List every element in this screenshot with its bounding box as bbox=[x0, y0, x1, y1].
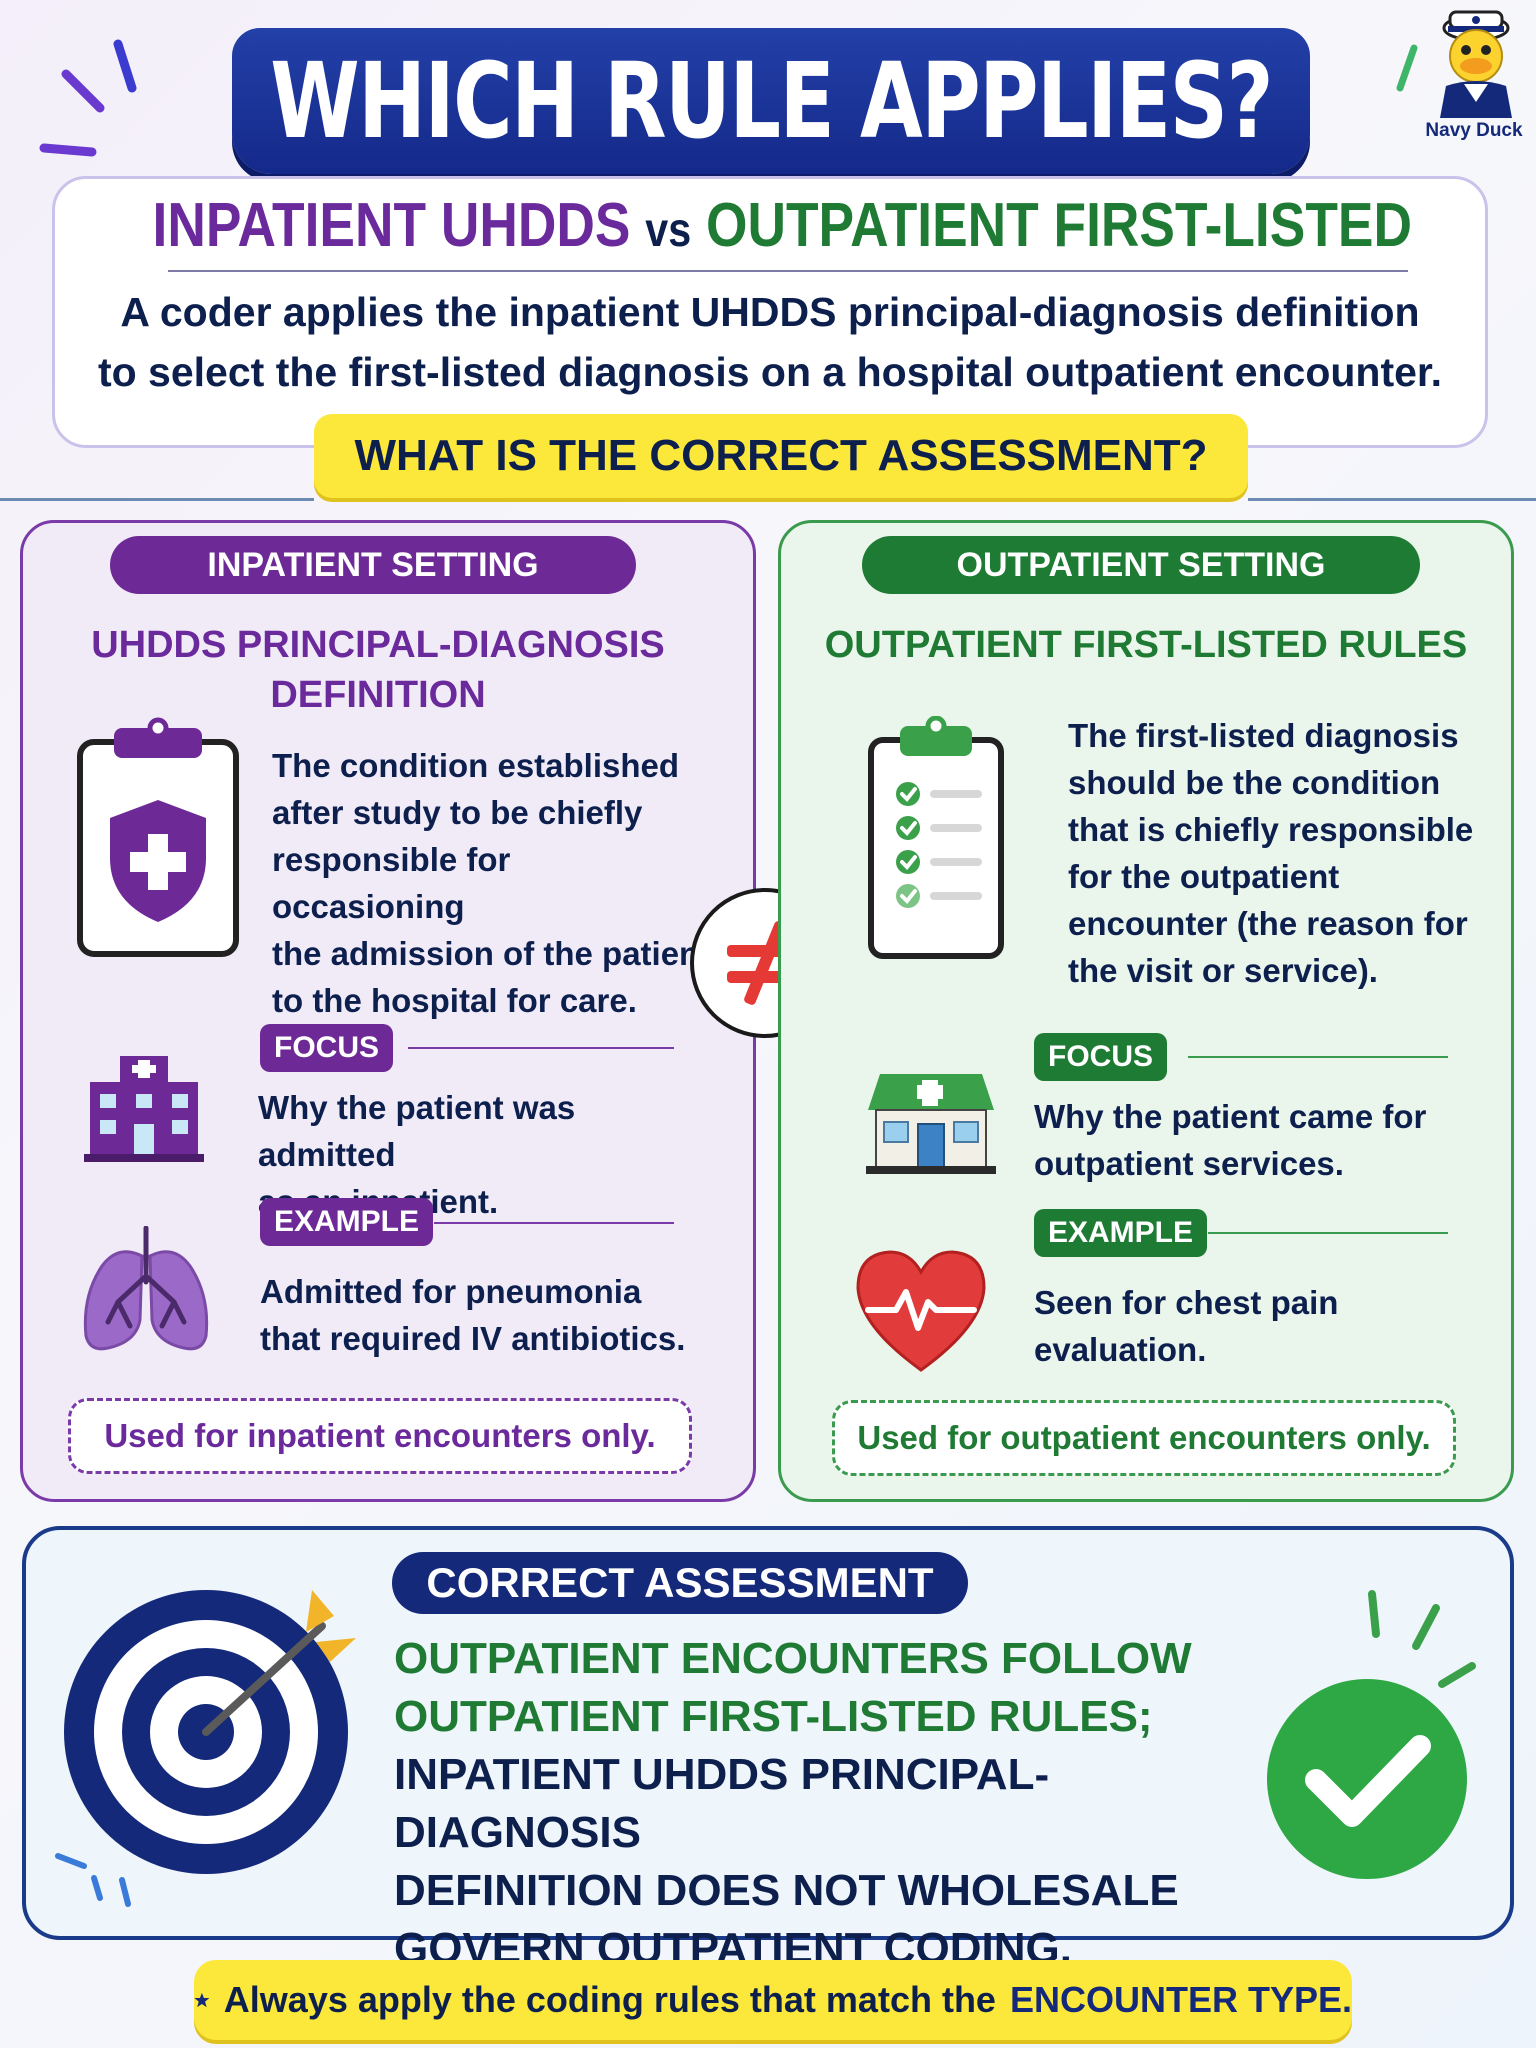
question-banner: WHAT IS THE CORRECT ASSESSMENT? bbox=[314, 414, 1248, 498]
definition-line: the admission of the patient bbox=[272, 935, 711, 972]
target-arrow-icon bbox=[64, 1590, 356, 1874]
title-banner: WHICH RULE APPLIES? bbox=[232, 28, 1310, 174]
outpatient-definition: The first-listed diagnosis should be the… bbox=[1068, 712, 1498, 994]
star-icon bbox=[194, 1992, 210, 2008]
inpatient-example-text: Admitted for pneumonia that required IV … bbox=[260, 1268, 700, 1362]
question-text: WHAT IS THE CORRECT ASSESSMENT? bbox=[354, 431, 1208, 480]
outpatient-rule-title: OUTPATIENT FIRST-LISTED RULES bbox=[798, 620, 1494, 670]
footer-emphasis: ENCOUNTER TYPE. bbox=[1009, 1979, 1352, 2020]
assessment-line: OUTPATIENT FIRST-LISTED RULES; bbox=[394, 1692, 1153, 1741]
inpatient-setting-pill: INPATIENT SETTING bbox=[110, 536, 636, 594]
outpatient-first-listed-label: OUTPATIENT FIRST-LISTED bbox=[705, 191, 1412, 260]
scenario-line: A coder applies the inpatient UHDDS prin… bbox=[120, 289, 1420, 335]
section-rule-left bbox=[0, 498, 314, 501]
definition-line: should be the condition bbox=[1068, 764, 1441, 801]
correct-assessment-pill: CORRECT ASSESSMENT bbox=[392, 1552, 968, 1614]
outpatient-example-tag: EXAMPLE bbox=[1034, 1209, 1208, 1257]
inpatient-rule-title-line: UHDDS PRINCIPAL-DIAGNOSIS bbox=[91, 624, 665, 666]
footer-banner: Always apply the coding rules that match… bbox=[194, 1960, 1352, 2040]
definition-line: to the hospital for care. bbox=[272, 982, 637, 1019]
vs-label: vs bbox=[645, 204, 692, 257]
intro-divider bbox=[168, 270, 1408, 272]
inpatient-panel bbox=[20, 520, 756, 1502]
outpatient-focus-rule bbox=[1188, 1056, 1448, 1058]
scenario-line: to select the first-listed diagnosis on … bbox=[97, 349, 1443, 395]
sparkle-lines-top-left bbox=[39, 39, 137, 157]
focus-line: Why the patient was admitted bbox=[258, 1089, 576, 1173]
outpatient-focus-text: Why the patient came for outpatient serv… bbox=[1034, 1093, 1474, 1187]
focus-line: Why the patient came for bbox=[1034, 1098, 1427, 1135]
outpatient-usage-note: Used for outpatient encounters only. bbox=[832, 1400, 1456, 1476]
checklist-clipboard-icon bbox=[868, 716, 1004, 959]
correct-assessment-navy-text: INPATIENT UHDDS PRINCIPAL-DIAGNOSIS DEFI… bbox=[394, 1746, 1294, 1978]
inpatient-focus-rule bbox=[408, 1047, 674, 1049]
definition-line: that is chiefly responsible bbox=[1068, 811, 1474, 848]
example-line: evaluation. bbox=[1034, 1331, 1207, 1368]
check-circle-icon bbox=[1267, 1679, 1467, 1879]
inpatient-rule-title: UHDDS PRINCIPAL-DIAGNOSIS DEFINITION bbox=[40, 620, 716, 720]
outpatient-example-text: Seen for chest pain evaluation. bbox=[1034, 1279, 1474, 1373]
lungs-icon bbox=[83, 1226, 209, 1351]
sparkle-lines-top-right bbox=[1396, 44, 1418, 92]
sparkle-lines-check bbox=[1368, 1590, 1476, 1688]
outpatient-example-rule bbox=[1208, 1232, 1448, 1234]
assessment-line: INPATIENT UHDDS PRINCIPAL-DIAGNOSIS bbox=[394, 1750, 1050, 1857]
definition-line: for the outpatient bbox=[1068, 858, 1340, 895]
sparkle-lines-bottom-left bbox=[55, 1853, 131, 1907]
correct-assessment-green-text: OUTPATIENT ENCOUNTERS FOLLOW OUTPATIENT … bbox=[394, 1630, 1294, 1746]
inpatient-focus-tag: FOCUS bbox=[260, 1024, 393, 1072]
outpatient-focus-tag: FOCUS bbox=[1034, 1033, 1167, 1081]
navy-duck-mascot-icon bbox=[1440, 10, 1512, 118]
inpatient-definition: The condition established after study to… bbox=[272, 742, 712, 1024]
assessment-line: OUTPATIENT ENCOUNTERS FOLLOW bbox=[394, 1634, 1192, 1683]
hospital-icon bbox=[84, 1056, 204, 1162]
inpatient-uhdds-label: INPATIENT UHDDS bbox=[152, 191, 631, 260]
example-line: Admitted for pneumonia bbox=[260, 1273, 642, 1310]
clipboard-shield-icon bbox=[77, 717, 239, 957]
footer-text: Always apply the coding rules that match… bbox=[223, 1979, 996, 2020]
outpatient-rule-title-line: OUTPATIENT FIRST-LISTED RULES bbox=[824, 624, 1468, 666]
mascot-label: Navy Duck bbox=[1425, 120, 1523, 141]
scenario-text: A coder applies the inpatient UHDDS prin… bbox=[72, 282, 1468, 402]
inpatient-usage-note: Used for inpatient encounters only. bbox=[68, 1398, 692, 1474]
definition-line: after study to be chiefly bbox=[272, 794, 643, 831]
section-rule-right bbox=[1248, 498, 1536, 501]
clinic-icon bbox=[866, 1074, 996, 1174]
example-line: that required IV antibiotics. bbox=[260, 1320, 686, 1357]
comparison-heading: INPATIENT UHDDS vs OUTPATIENT FIRST-LIST… bbox=[152, 190, 1412, 261]
page-title: WHICH RULE APPLIES? bbox=[270, 40, 1273, 162]
outpatient-setting-pill: OUTPATIENT SETTING bbox=[862, 536, 1420, 594]
inpatient-example-rule bbox=[434, 1222, 674, 1224]
heart-pulse-icon bbox=[856, 1250, 986, 1372]
inpatient-example-tag: EXAMPLE bbox=[260, 1198, 434, 1246]
example-line: Seen for chest pain bbox=[1034, 1284, 1339, 1321]
definition-line: The first-listed diagnosis bbox=[1068, 717, 1459, 754]
inpatient-rule-title-line: DEFINITION bbox=[270, 674, 486, 716]
definition-line: responsible for occasioning bbox=[272, 841, 511, 925]
definition-line: encounter (the reason for bbox=[1068, 905, 1468, 942]
definition-line: The condition established bbox=[272, 747, 680, 784]
assessment-line: DEFINITION DOES NOT WHOLESALE bbox=[394, 1866, 1179, 1915]
focus-line: outpatient services. bbox=[1034, 1145, 1344, 1182]
definition-line: the visit or service). bbox=[1068, 952, 1378, 989]
